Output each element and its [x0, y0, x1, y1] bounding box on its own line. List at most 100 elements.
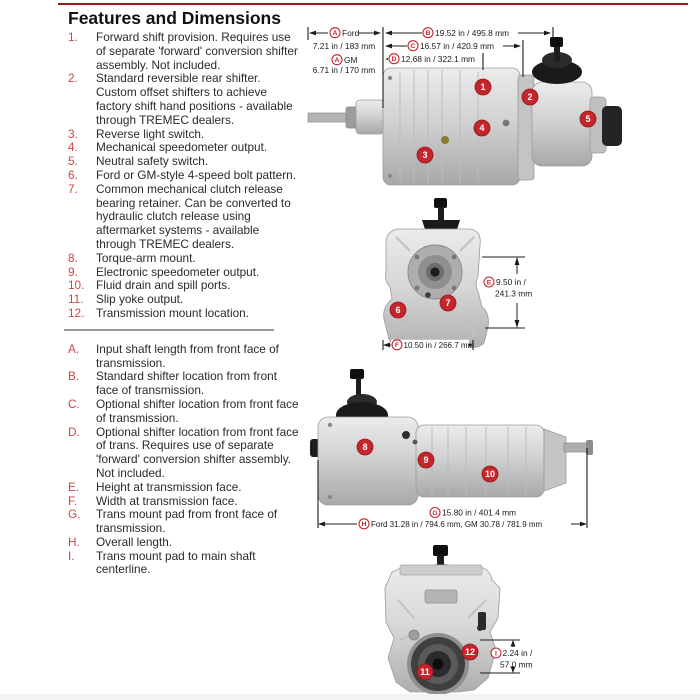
item-number: 11.	[68, 292, 84, 307]
dim-b-value: 19.52 in / 495.8 mm	[435, 28, 509, 38]
dim-e-value-line1: 9.50 in /	[496, 277, 526, 287]
callout-12: 12	[465, 647, 475, 657]
item-text: Standard reversible rear shifter. Custom…	[96, 71, 293, 127]
dim-letter-f: F	[395, 342, 399, 349]
feature-callout-badges: 6 7	[389, 294, 457, 319]
top-rule	[58, 3, 688, 5]
diagram-side-view-top: A Ford 7.21 in / 183 mm A GM 6.71 in / 1…	[307, 27, 622, 186]
legend-item: E. Height at transmission face.	[68, 479, 300, 495]
item-text: Torque-arm mount.	[96, 250, 196, 265]
callout-6: 6	[395, 305, 400, 315]
callout-11: 11	[420, 667, 430, 677]
dim-letter-a: A	[335, 57, 340, 64]
feature-item: 3. Reverse light switch.	[68, 126, 300, 142]
item-number: 5.	[68, 154, 78, 169]
callout-9: 9	[423, 455, 428, 465]
callout-3: 3	[422, 150, 427, 160]
legend-item: B.Standard shifter location from front f…	[68, 370, 300, 398]
page-title: Features and Dimensions	[68, 8, 281, 28]
diagram-front-view: E 9.50 in / 241.3 mm F 10.50 in / 266.7 …	[382, 198, 532, 351]
item-text: Common mechanical clutch release bearing…	[96, 181, 291, 251]
item-number: 9.	[68, 264, 78, 279]
item-number: 1.	[68, 30, 78, 44]
dim-letter-e: E	[487, 279, 492, 286]
feature-item: 12. Transmission mount location.	[68, 305, 300, 321]
features-list: 1. Forward shift provision. Requires use …	[68, 30, 300, 321]
item-number: 12.	[68, 305, 85, 320]
item-text: Trans mount pad to main shaft centerline…	[96, 548, 256, 577]
item-text: Optional shifter location from front fac…	[96, 424, 299, 480]
item-number: 3.	[68, 126, 78, 141]
item-text: Fluid drain and spill ports.	[96, 278, 231, 293]
dim-e-value-line2: 241.3 mm	[495, 289, 532, 299]
item-number: 10.	[68, 278, 85, 293]
transmission-front-illustration	[383, 198, 489, 348]
legend-item: I.Trans mount pad to main shaft centerli…	[68, 548, 300, 578]
item-text: Neutral safety switch.	[96, 154, 209, 169]
diagram-side-view-bottom: G 15.80 in / 401.4 mm H Ford 31.28 in / …	[310, 369, 593, 530]
dimension-lines: I 2.24 in / 57.0 mm	[480, 639, 533, 674]
item-number: 4.	[68, 140, 78, 155]
dim-c-value: 16.57 in / 420.9 mm	[420, 41, 494, 51]
feature-item: 5. Neutral safety switch.	[68, 154, 300, 169]
item-letter: E.	[68, 479, 80, 494]
feature-item: 9.Electronic speedometer output.	[68, 264, 300, 280]
feature-callout-badges: 1 2 3 4 5	[416, 78, 597, 164]
dim-h-value: Ford 31.28 in / 794.6 mm, GM 30.78 / 781…	[371, 520, 543, 529]
item-text: Height at transmission face.	[96, 479, 242, 494]
features-column: Features and Dimensions 1. Forward shift …	[64, 8, 300, 578]
dim-a-gm-label: GM	[344, 55, 358, 65]
item-text: Optional shifter location from front fac…	[96, 396, 299, 425]
item-text: Mechanical speedometer output.	[96, 140, 268, 155]
item-text: Reverse light switch.	[96, 126, 205, 141]
dim-a-ford-value: 7.21 in / 183 mm	[313, 41, 375, 51]
item-letter: F.	[68, 493, 78, 508]
item-text: Slip yoke output.	[96, 292, 184, 307]
dim-i-value-line2: 57.0 mm	[500, 660, 533, 670]
feature-item: 8. Torque-arm mount.	[68, 250, 300, 266]
item-text: Trans mount pad from front face of trans…	[96, 507, 278, 536]
item-number: 8.	[68, 250, 78, 265]
callout-5: 5	[585, 114, 590, 124]
dim-a-gm-value: 6.71 in / 170 mm	[313, 65, 375, 75]
item-text: Input shaft length from front face of tr…	[96, 341, 279, 370]
transmission-side-illustration	[310, 369, 593, 506]
dim-d-value: 12.68 in / 322.1 mm	[401, 54, 475, 64]
dimension-lines: A Ford 7.21 in / 183 mm A GM 6.71 in / 1…	[307, 27, 554, 108]
feature-item: 7. Common mechanical clutch release beari…	[68, 181, 300, 252]
feature-callout-badges: 8 9 10	[356, 438, 499, 483]
item-letter: D.	[68, 424, 80, 439]
legend-item: D. Optional shifter location from front f…	[68, 424, 300, 481]
item-text: Transmission mount location.	[96, 305, 249, 320]
item-text: Forward shift provision. Requires use of…	[96, 30, 298, 72]
item-text: Ford or GM-style 4-speed bolt pattern.	[96, 167, 296, 182]
item-number: 6.	[68, 167, 78, 182]
dim-f-value: 10.50 in / 266.7 mm	[404, 341, 475, 350]
dimension-legend-list: A.Input shaft length from front face of …	[68, 341, 300, 578]
dim-a-ford-label: Ford	[342, 28, 360, 38]
page-bottom-strip	[0, 694, 700, 700]
callout-2: 2	[527, 92, 532, 102]
item-text: Overall length.	[96, 534, 173, 549]
legend-item: G. Trans mount pad from front face of tra…	[68, 507, 300, 536]
item-text: Standard shifter location from front fac…	[96, 369, 277, 398]
dim-letter-a: A	[333, 30, 338, 37]
legend-item: A.Input shaft length from front face of …	[68, 341, 300, 371]
diagram-rear-view: I 2.24 in / 57.0 mm 11 12	[384, 545, 533, 695]
dim-letter-d: D	[392, 56, 397, 63]
feature-item: 2. Standard reversible rear shifter. Cust…	[68, 71, 300, 127]
dim-i-value-line1: 2.24 in /	[503, 648, 533, 658]
dim-g-value: 15.80 in / 401.4 mm	[442, 508, 516, 518]
item-letter: C.	[68, 396, 80, 411]
dim-letter-i: I	[495, 650, 497, 657]
item-number: 2.	[68, 71, 78, 86]
item-number: 7.	[68, 181, 78, 196]
dim-letter-h: H	[362, 521, 367, 528]
dimension-lines: G 15.80 in / 401.4 mm H Ford 31.28 in / …	[317, 448, 588, 530]
callout-10: 10	[485, 469, 495, 479]
feature-callout-badges: 11 12	[416, 643, 479, 681]
section-divider	[64, 328, 274, 331]
legend-item: C. Optional shifter location from front f…	[68, 396, 300, 426]
item-letter: G.	[68, 507, 81, 522]
